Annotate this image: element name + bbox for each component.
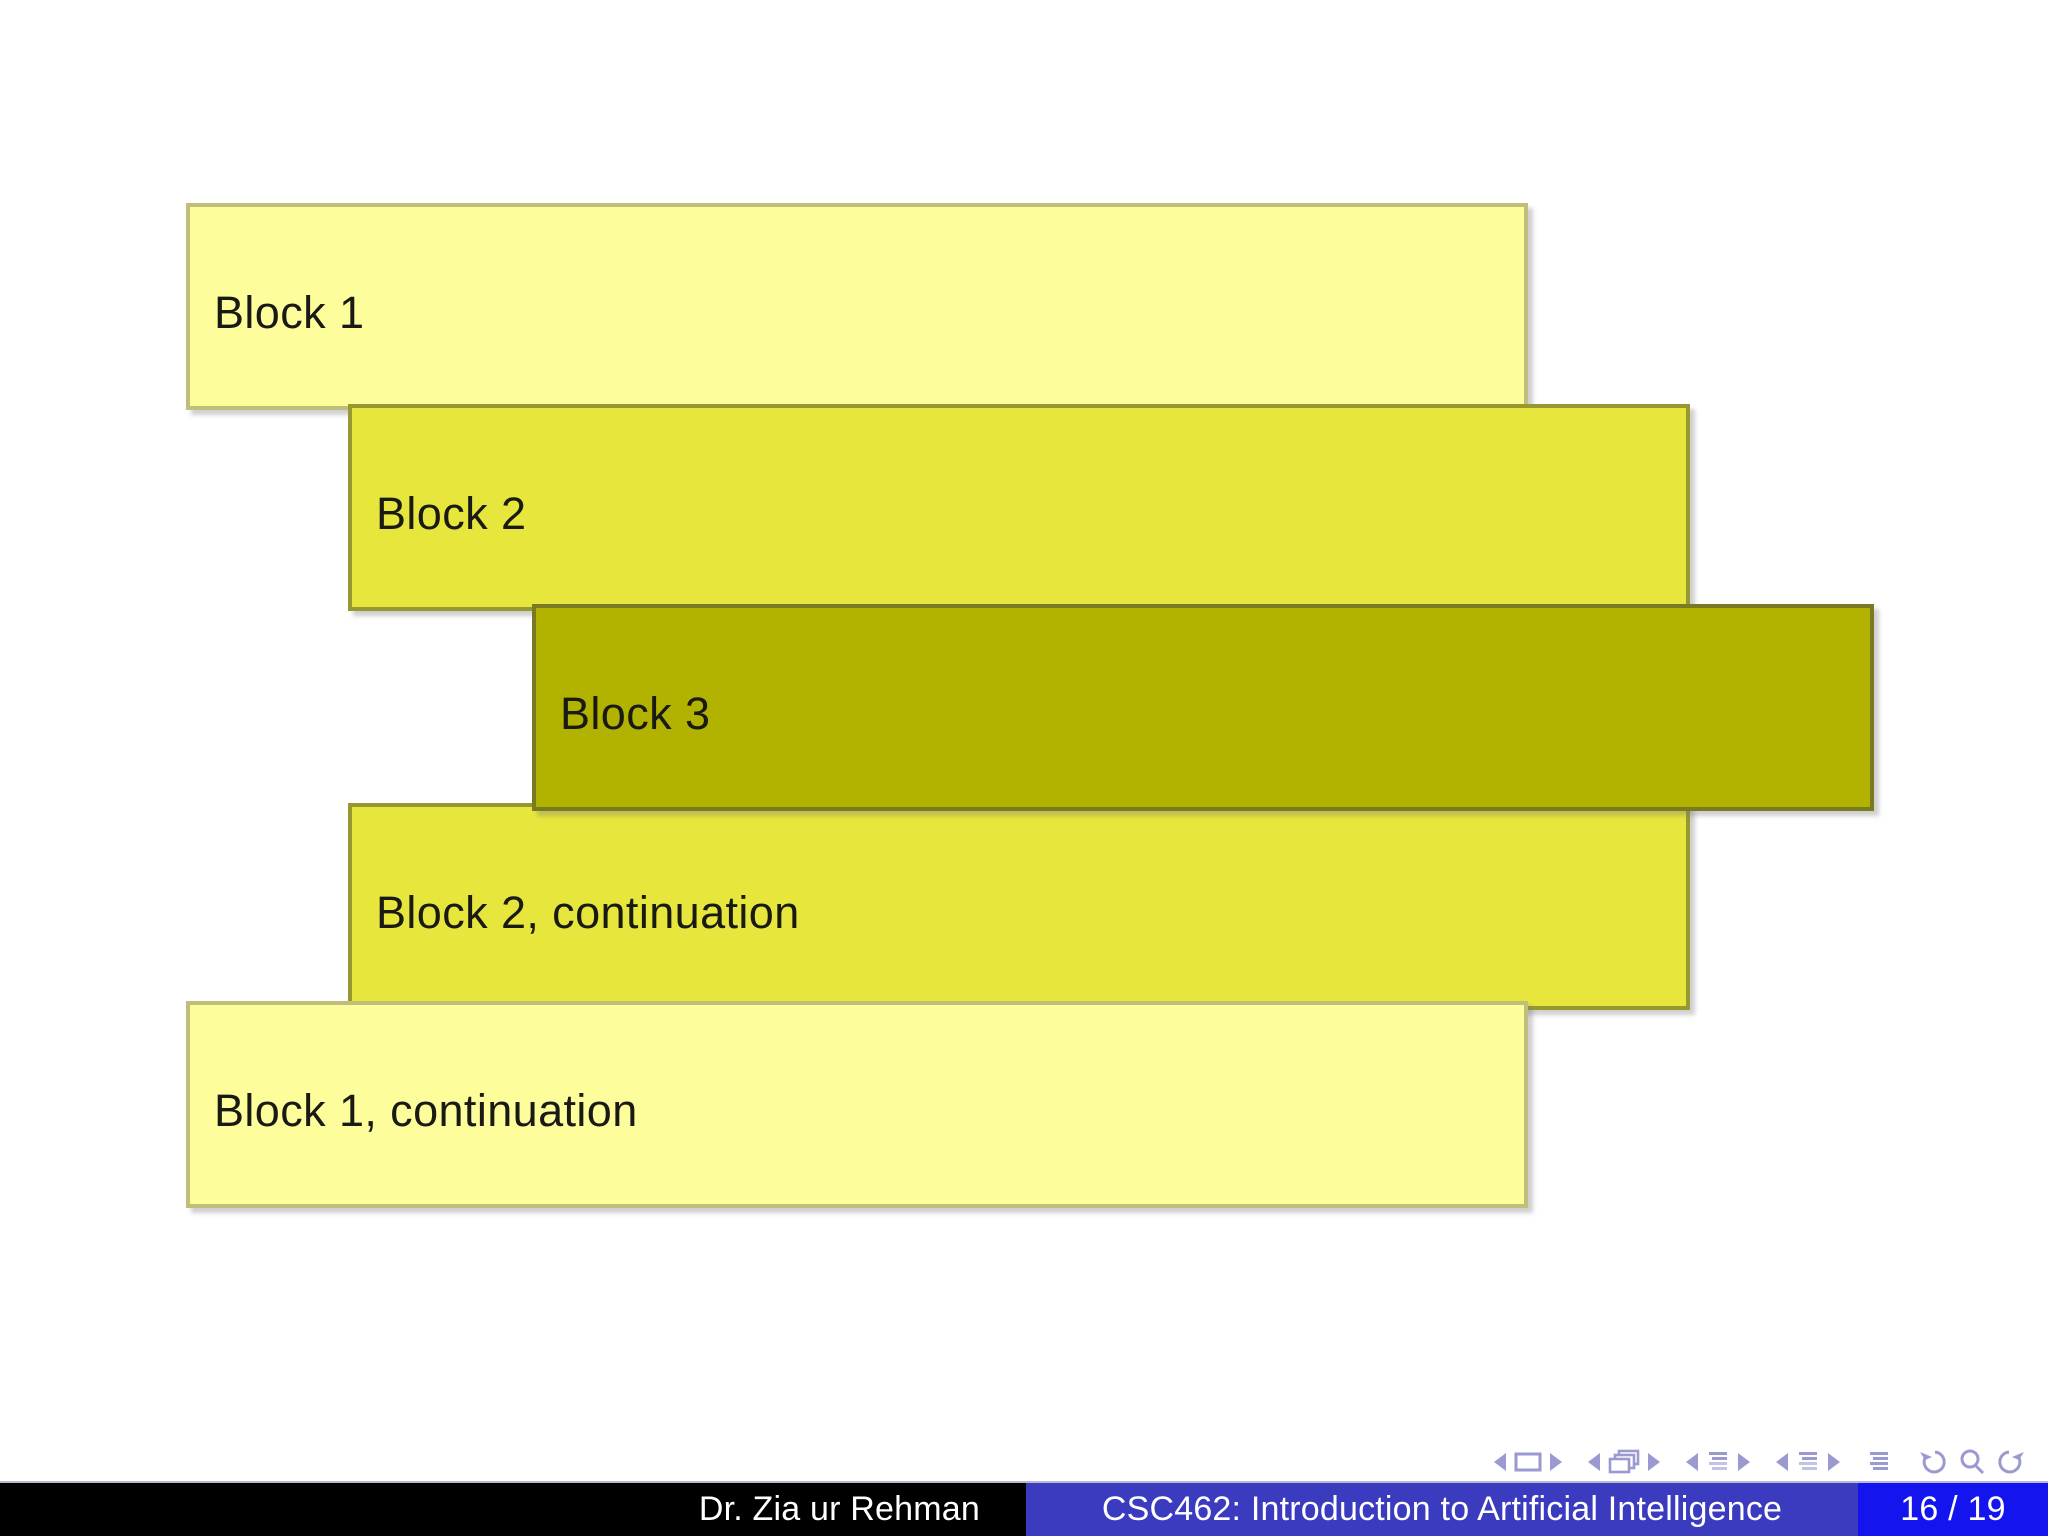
magnifier-icon[interactable] — [1957, 1448, 1987, 1476]
triangle-right-icon[interactable] — [1738, 1453, 1750, 1471]
frames-icon[interactable] — [1607, 1448, 1641, 1476]
slide-footer: Dr. Zia ur Rehman CSC462: Introduction t… — [0, 1483, 2048, 1536]
footer-page-section: 16 / 19 — [1858, 1483, 2048, 1536]
block-1: Block 1 — [186, 203, 1528, 410]
beamer-navigation-bar[interactable] — [1494, 1442, 2026, 1482]
block-3-label: Block 3 — [560, 688, 711, 739]
slide-icon[interactable] — [1513, 1450, 1543, 1474]
footer-page-number: 16 / 19 — [1900, 1490, 2006, 1528]
nav-group-section[interactable] — [1776, 1449, 1840, 1475]
block-2: Block 2 — [348, 404, 1690, 611]
triangle-left-icon[interactable] — [1686, 1453, 1698, 1471]
block-2-label: Block 2 — [376, 488, 527, 539]
redo-arrow-icon[interactable] — [1994, 1448, 2026, 1476]
footer-title-text: CSC462: Introduction to Artificial Intel… — [1101, 1490, 1783, 1528]
nav-group-document[interactable] — [1866, 1449, 1892, 1475]
footer-author-section: Dr. Zia ur Rehman — [0, 1483, 1026, 1536]
block-2-continuation-label: Block 2, continuation — [376, 887, 800, 938]
triangle-right-icon[interactable] — [1648, 1453, 1660, 1471]
slide-canvas: Block 1 Block 2 Block 2, continuation Bl… — [186, 203, 2026, 1482]
triangle-left-icon[interactable] — [1494, 1453, 1506, 1471]
triangle-left-icon[interactable] — [1776, 1453, 1788, 1471]
block-1-continuation: Block 1, continuation — [186, 1001, 1528, 1208]
footer-title-section: CSC462: Introduction to Artificial Intel… — [1026, 1483, 1858, 1536]
section-icon[interactable] — [1795, 1449, 1821, 1475]
block-1-continuation-label: Block 1, continuation — [214, 1085, 638, 1136]
footer-separator — [0, 1481, 2048, 1483]
subsection-icon[interactable] — [1705, 1449, 1731, 1475]
nav-group-frame[interactable] — [1588, 1448, 1660, 1476]
footer-author-text: Dr. Zia ur Rehman — [698, 1490, 980, 1528]
block-1-label: Block 1 — [214, 287, 365, 338]
triangle-right-icon[interactable] — [1828, 1453, 1840, 1471]
undo-arrow-icon[interactable] — [1918, 1448, 1950, 1476]
block-2-continuation: Block 2, continuation — [348, 803, 1690, 1010]
nav-group-subsection[interactable] — [1686, 1449, 1750, 1475]
triangle-right-icon[interactable] — [1550, 1453, 1562, 1471]
triangle-left-icon[interactable] — [1588, 1453, 1600, 1471]
document-icon[interactable] — [1866, 1449, 1892, 1475]
block-3: Block 3 — [532, 604, 1874, 811]
nav-group-slide[interactable] — [1494, 1450, 1562, 1474]
nav-group-history[interactable] — [1918, 1448, 2026, 1476]
